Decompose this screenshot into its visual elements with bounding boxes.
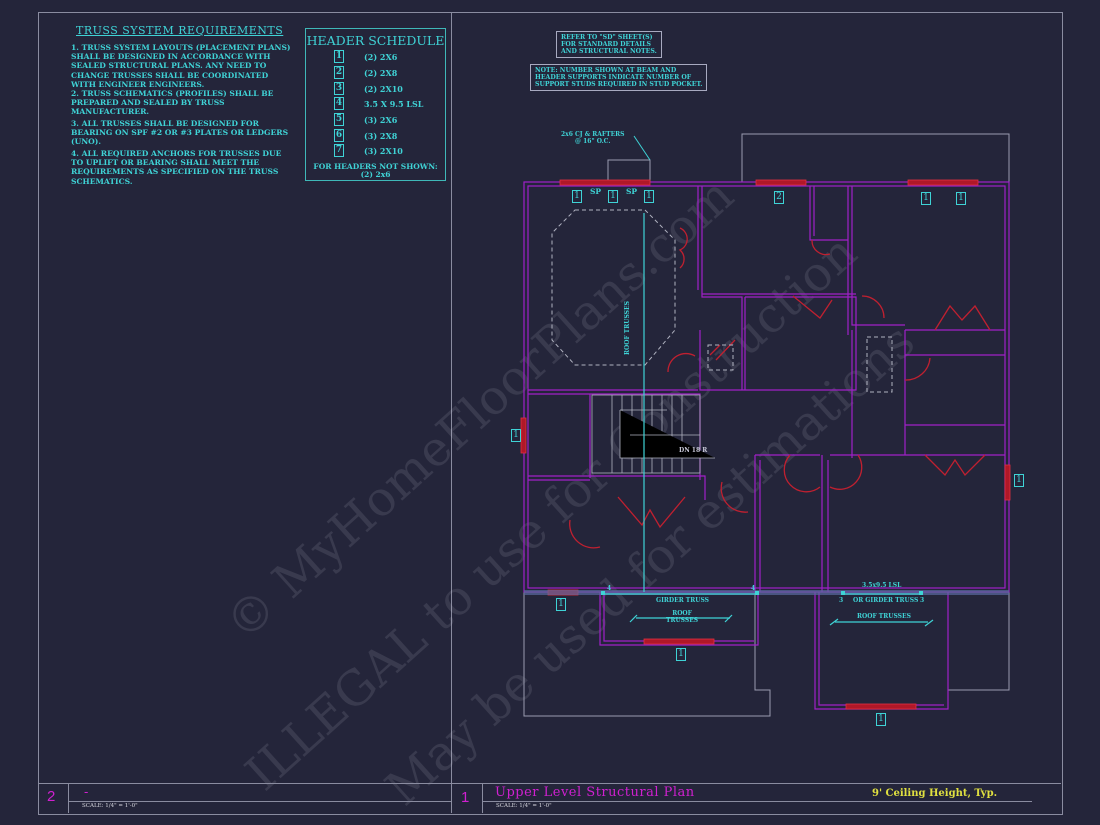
header-tag: 1 bbox=[556, 598, 566, 611]
schedule-row: 7 (3) 2X10 bbox=[334, 144, 403, 157]
truss-note-1: 1. TRUSS SYSTEM LAYOUTS (PLACEMENT PLANS… bbox=[71, 43, 291, 89]
or-girder-label: OR GIRDER TRUSS bbox=[853, 597, 919, 604]
header-tag: 3 bbox=[334, 82, 344, 95]
title-block-line bbox=[68, 801, 451, 802]
schedule-row: 3 (2) 2X10 bbox=[334, 82, 403, 95]
header-size: (2) 2X10 bbox=[364, 83, 403, 94]
roof-outline bbox=[607, 133, 1010, 182]
post-label: 4 bbox=[751, 585, 756, 592]
header-tag: 7 bbox=[334, 144, 344, 157]
title-block-line bbox=[38, 783, 1061, 784]
schedule-row: 4 3.5 X 9.5 LSL bbox=[334, 97, 423, 110]
drawing-scale: SCALE: 1/4" = 1'-0" bbox=[496, 803, 552, 809]
header-tag: 2 bbox=[334, 66, 344, 79]
header-size: 3.5 X 9.5 LSL bbox=[364, 98, 424, 109]
schedule-row: 2 (2) 2X8 bbox=[334, 66, 397, 79]
header-tag: 1 bbox=[334, 50, 344, 63]
post-label: 4 bbox=[607, 585, 612, 592]
truss-requirements-title: TRUSS SYSTEM REQUIREMENTS bbox=[76, 24, 284, 37]
dashed-outlines bbox=[551, 209, 893, 393]
title-block-line bbox=[68, 783, 69, 813]
girder-truss-label: GIRDER TRUSS bbox=[656, 597, 709, 604]
doors bbox=[569, 227, 991, 549]
header-schedule: HEADER SCHEDULE 1 (2) 2X6 2 (2) 2X8 3 (2) 2… bbox=[305, 28, 446, 181]
schedule-row: 5 (3) 2X6 bbox=[334, 113, 397, 126]
header-tag: 1 bbox=[921, 192, 931, 205]
header-schedule-footer: FOR HEADERS NOT SHOWN: (2) 2x6 bbox=[313, 162, 438, 179]
header-tag: 1 bbox=[956, 192, 966, 205]
schedule-row: 6 (3) 2X8 bbox=[334, 129, 397, 142]
header-tag: 2 bbox=[774, 191, 784, 204]
roof-trusses-label: ROOF TRUSSES bbox=[857, 613, 911, 620]
rafters-label: 2x6 CJ & RAFTERS @ 16" O.C. bbox=[561, 131, 625, 145]
truss-note-2: 2. TRUSS SCHEMATICS (PROFILES) SHALL BE … bbox=[71, 89, 274, 117]
drawing-scale: SCALE: 1/4" = 1'-0" bbox=[82, 803, 138, 809]
header-tag: 1 bbox=[608, 190, 618, 203]
refer-note: REFER TO "SD" SHEET(S) FOR STANDARD DETA… bbox=[556, 31, 662, 58]
header-size: (3) 2X6 bbox=[364, 114, 398, 125]
header-tag: 1 bbox=[876, 713, 886, 726]
header-tag: 1 bbox=[572, 190, 582, 203]
sp-label: SP bbox=[626, 187, 638, 196]
drawing-number: 2 bbox=[47, 788, 56, 805]
truss-note-3: 3. ALL TRUSSES SHALL BE DESIGNED FOR BEA… bbox=[71, 119, 289, 147]
header-size: (3) 2X8 bbox=[364, 130, 398, 141]
headers bbox=[520, 179, 1011, 710]
stud-note: NOTE: NUMBER SHOWN AT BEAM AND HEADER SU… bbox=[530, 64, 708, 91]
header-tag: 1 bbox=[511, 429, 521, 442]
header-tag: 6 bbox=[334, 129, 344, 142]
drawing-title: Upper Level Structural Plan bbox=[495, 785, 695, 800]
header-tag: 5 bbox=[334, 113, 344, 126]
roof-trusses-label: ROOF TRUSSES bbox=[624, 301, 631, 355]
sp-label: SP bbox=[590, 187, 602, 196]
header-tag: 1 bbox=[676, 648, 686, 661]
stairs bbox=[591, 394, 715, 474]
truss-note-4: 4. ALL REQUIRED ANCHORS FOR TRUSSES DUE … bbox=[71, 149, 282, 186]
header-schedule-title: HEADER SCHEDULE bbox=[306, 33, 445, 48]
beam-line bbox=[524, 590, 1009, 595]
sheet-divider bbox=[451, 12, 452, 813]
drawing-number: 1 bbox=[461, 789, 470, 806]
header-tag: 1 bbox=[644, 190, 654, 203]
post-label: 3 bbox=[839, 597, 844, 604]
header-size: (3) 2X10 bbox=[364, 145, 403, 156]
roof-trusses-label: ROOF TRUSSES bbox=[666, 610, 699, 624]
drawing-title: - bbox=[84, 784, 89, 799]
drawing-subtitle: 9' Ceiling Height, Typ. bbox=[872, 788, 998, 799]
lsl-label: 3.5x9.5 LSL bbox=[862, 582, 902, 589]
walls bbox=[523, 181, 1010, 710]
title-block-line bbox=[482, 783, 483, 813]
header-tag: 1 bbox=[1014, 474, 1024, 487]
schedule-row: 1 (2) 2X6 bbox=[334, 50, 397, 63]
header-size: (2) 2X8 bbox=[364, 67, 398, 78]
truss-lines bbox=[605, 213, 934, 627]
stairs-label: DN 18 R bbox=[679, 447, 708, 454]
post-label: 3 bbox=[920, 597, 925, 604]
title-block-line bbox=[482, 801, 1032, 802]
sheet-border bbox=[38, 12, 1063, 815]
porch-outline bbox=[947, 592, 1010, 691]
header-size: (2) 2X6 bbox=[364, 51, 398, 62]
porch-outline bbox=[523, 592, 771, 717]
header-tag: 4 bbox=[334, 97, 344, 110]
posts bbox=[601, 591, 923, 595]
